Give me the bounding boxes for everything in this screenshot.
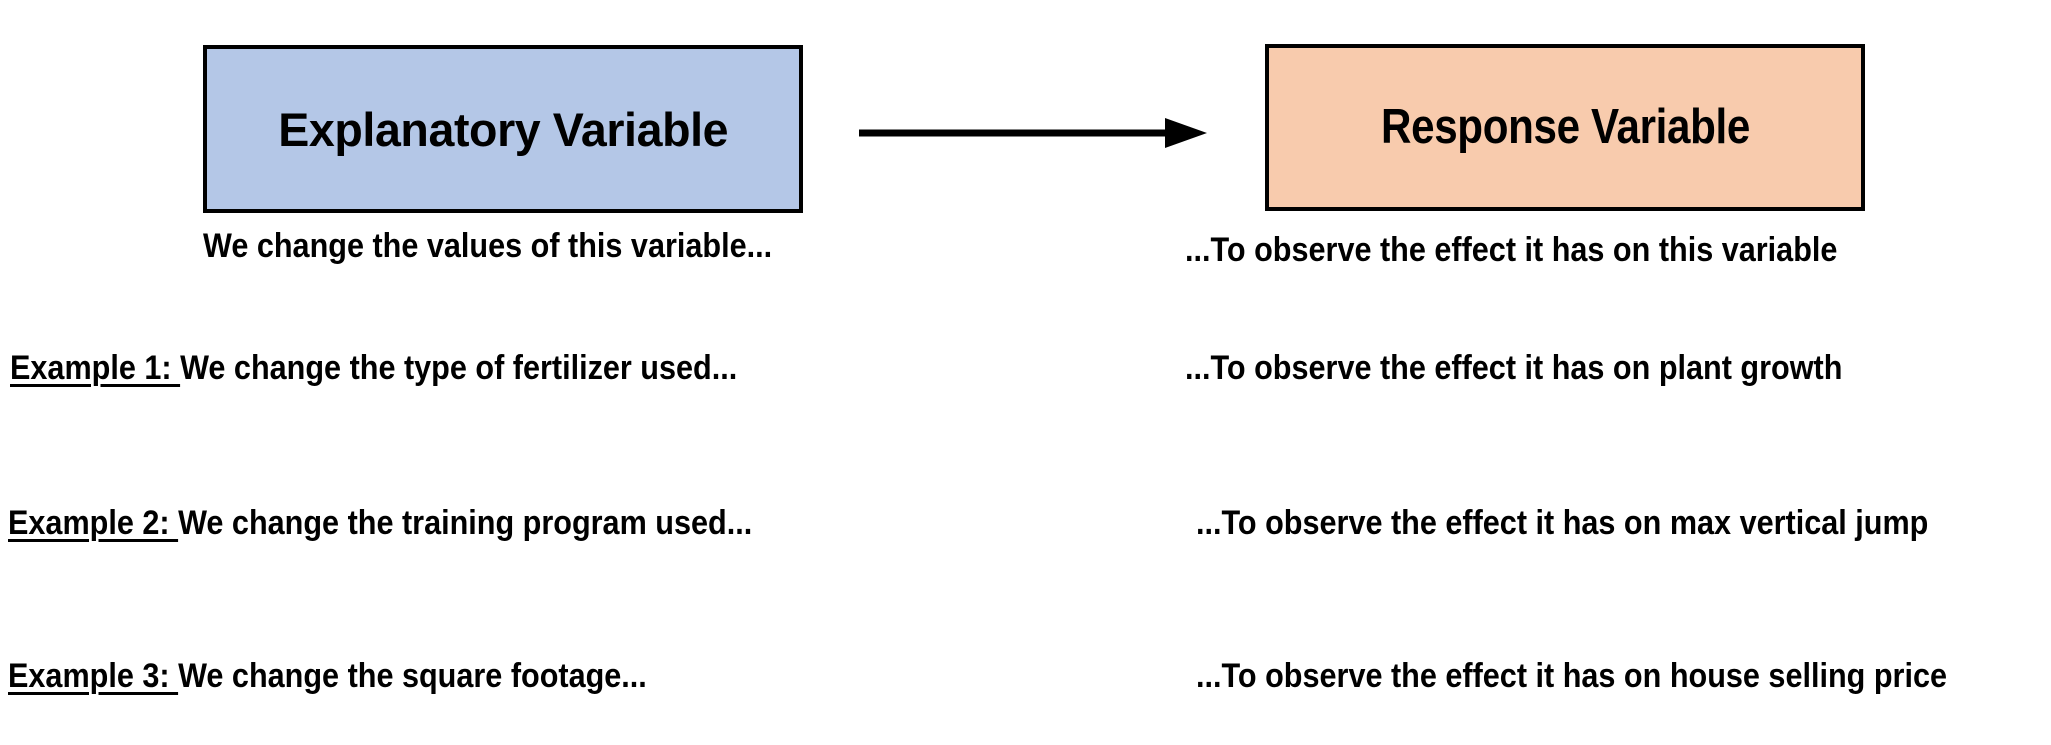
example-2-label: Example 2: — [8, 504, 179, 542]
example-1-cause-row: Example 1: We change the type of fertili… — [10, 349, 738, 387]
response-variable-label: Response Variable — [1380, 100, 1750, 154]
explanatory-variable-box: Explanatory Variable — [203, 45, 803, 213]
example-2-effect-text: ...To observe the effect it has on max v… — [1196, 504, 1929, 542]
example-3-cause-row: Example 3: We change the square footage.… — [8, 657, 647, 695]
right-arrow-icon — [859, 118, 1207, 148]
example-3-cause-text: We change the square footage... — [178, 657, 647, 695]
example-1-label: Example 1: — [10, 349, 181, 387]
example-1-effect-text: ...To observe the effect it has on plant… — [1185, 349, 1843, 387]
response-variable-box: Response Variable — [1265, 44, 1865, 211]
explanatory-variable-label: Explanatory Variable — [278, 102, 728, 156]
explanatory-caption: We change the values of this variable... — [203, 227, 773, 265]
arrow-head — [1165, 118, 1207, 148]
example-3-label: Example 3: — [8, 657, 179, 695]
example-2-cause-row: Example 2: We change the training progra… — [8, 504, 753, 542]
response-caption: ...To observe the effect it has on this … — [1185, 231, 1838, 269]
example-2-cause-text: We change the training program used... — [178, 504, 753, 542]
example-3-effect-text: ...To observe the effect it has on house… — [1196, 657, 1948, 695]
example-1-cause-text: We change the type of fertilizer used... — [180, 349, 738, 387]
